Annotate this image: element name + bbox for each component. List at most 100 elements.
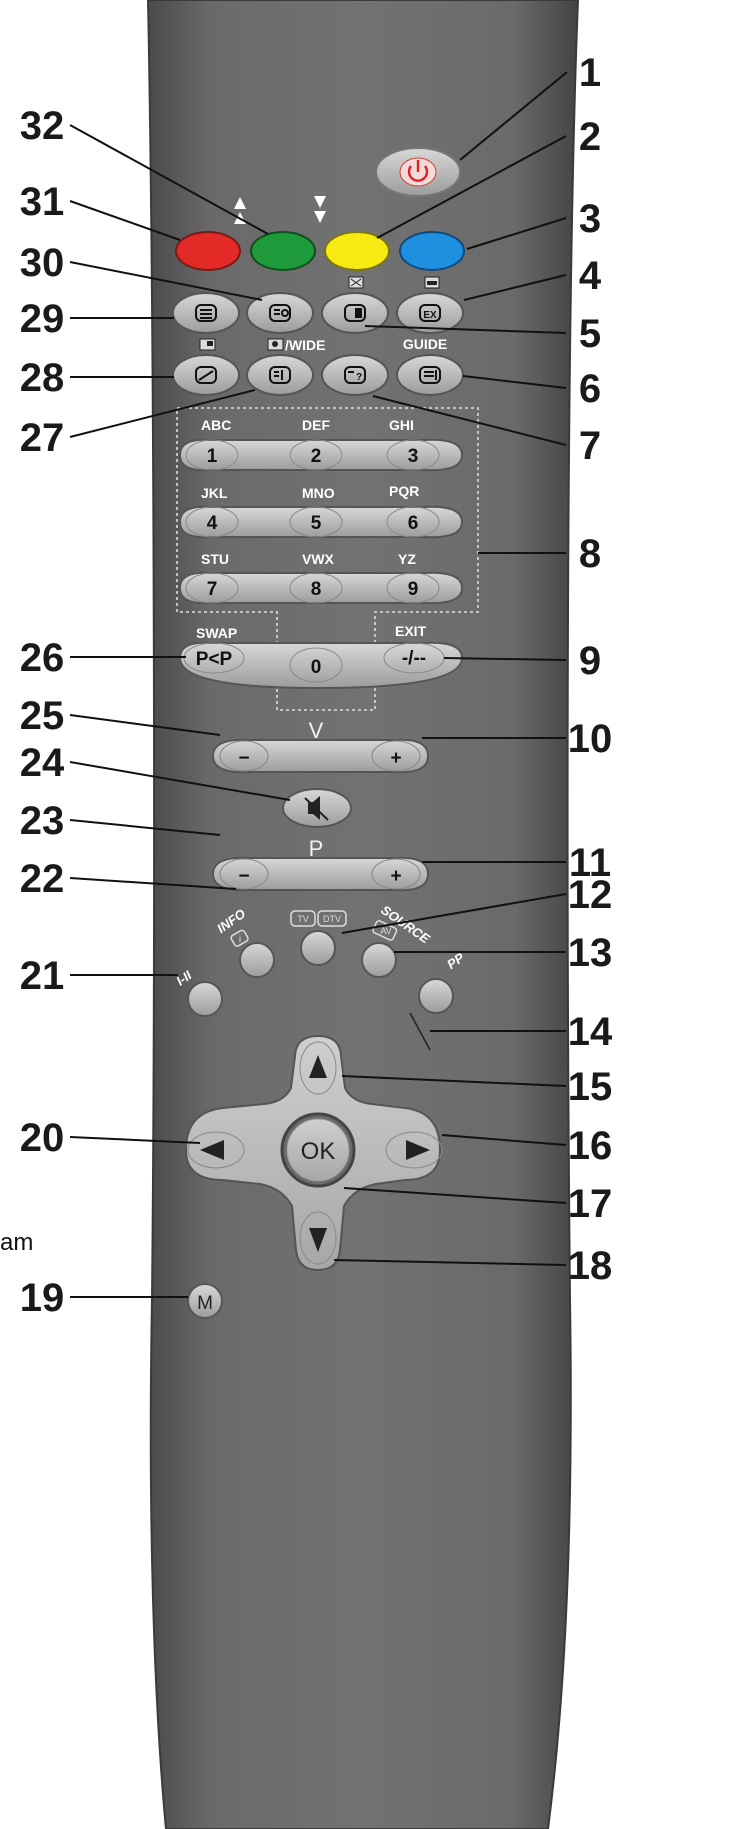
power-button[interactable] [375,147,461,197]
svg-text:AV: AV [380,926,391,936]
volume-down-button[interactable]: − [219,740,269,772]
volume-label: V [309,718,324,743]
svg-text:3: 3 [408,446,419,467]
program-down-button[interactable]: − [219,858,269,890]
key-9[interactable]: 9 [386,572,440,604]
hold-button[interactable] [246,292,314,334]
key-5[interactable]: 5 [289,506,343,538]
callout-21: 21 [20,954,65,998]
callout-16-leader-line [441,1134,567,1146]
pip-icon [195,366,217,384]
key-8[interactable]: 8 [289,572,343,604]
svg-text:9: 9 [408,579,419,600]
key-0[interactable]: 0 [289,647,343,683]
svg-text:TV: TV [297,914,309,924]
mix-icon [344,304,366,322]
svg-text:0: 0 [311,657,322,678]
callout-6-leader-line [462,375,567,389]
key-6[interactable]: 6 [386,506,440,538]
svg-text:1: 1 [207,446,218,467]
key-2[interactable]: 2 [289,439,343,471]
callout-24-leader-line [69,761,291,801]
callout-1: 1 [579,51,601,95]
up-button[interactable] [299,1041,337,1095]
callout-31: 31 [20,180,65,224]
callout-24: 24 [20,741,65,785]
callout-19: 19 [20,1276,65,1320]
volume-rocker: − + [211,738,430,774]
teletext-button[interactable] [172,292,240,334]
yellow-button[interactable] [324,231,390,271]
volume-up-button[interactable]: + [371,740,421,772]
keypad-row-3: 7 8 9 [178,571,464,605]
svg-text:OK: OK [301,1138,336,1165]
key-3[interactable]: 3 [386,439,440,471]
svg-text:?: ? [356,372,362,383]
menu-button[interactable]: M [187,1283,223,1319]
key-7[interactable]: 7 [185,572,239,604]
callout-18-leader-line [333,1259,567,1266]
callout-26: 26 [20,636,65,680]
callout-15-leader-line [341,1075,567,1087]
keypad-row-2: 4 5 6 [178,505,464,539]
wide-button[interactable] [246,354,314,396]
key-1[interactable]: 1 [185,439,239,471]
svg-text:M: M [197,1293,213,1314]
left-arrow-icon [200,1140,224,1160]
callout-1-leader-line [459,71,568,161]
mix-button[interactable] [321,292,389,334]
wide-icon [269,366,291,384]
svg-text:P<P: P<P [196,649,233,670]
info-button[interactable] [239,942,275,978]
key-4[interactable]: 4 [185,506,239,538]
keypad-dotted-outline [176,407,479,711]
callout-11: 11 [569,841,611,885]
callout-28: 28 [20,356,65,400]
pip-small-icon [199,338,216,351]
down-button[interactable] [299,1211,337,1265]
callout-7: 7 [579,424,601,468]
reveal-button[interactable]: ? [321,354,389,396]
expand-button[interactable]: EX [396,292,464,334]
dtv-badge: DTV [317,910,347,927]
wide-label: /WIDE [285,337,325,353]
exit-label: EXIT [395,623,427,639]
yz-label: YZ [398,551,416,567]
stu-label: STU [201,551,229,567]
callout-5-leader-line [364,325,567,334]
remote-body [146,0,580,1829]
guide-button[interactable] [396,354,464,396]
ok-button[interactable]: OK [280,1112,356,1188]
edge-text: am [0,1229,33,1256]
red-button[interactable] [175,231,241,271]
pip-button[interactable] [172,354,240,396]
svg-text:i: i [239,934,241,945]
mono-stereo-button[interactable] [187,981,223,1017]
power-icon [407,160,429,182]
source-button[interactable] [361,942,397,978]
def-label: DEF [302,417,330,433]
callout-3: 3 [579,197,601,241]
callout-12: 12 [568,873,613,917]
svg-text:4: 4 [207,513,218,534]
info-small-icon: i [230,929,249,947]
svg-text:DTV: DTV [323,914,341,924]
mute-button[interactable] [282,788,352,828]
down-arrow-icon [309,1228,327,1252]
callout-23-leader-line [69,819,221,836]
hold-icon [269,304,291,322]
callout-20: 20 [20,1116,65,1160]
svg-text:2: 2 [311,446,322,467]
up-arrow-icon [309,1055,327,1078]
guide-label: GUIDE [403,336,447,352]
picture-mode-button[interactable] [418,978,454,1014]
callout-2-leader-line [376,135,567,239]
svg-text:5: 5 [311,513,322,534]
blue-button[interactable] [399,231,465,271]
program-rocker: − + [211,856,430,892]
green-button[interactable] [250,231,316,271]
left-button[interactable] [187,1131,245,1169]
right-button[interactable] [385,1131,443,1169]
tv-dtv-button[interactable] [300,930,336,966]
program-up-button[interactable]: + [371,858,421,890]
